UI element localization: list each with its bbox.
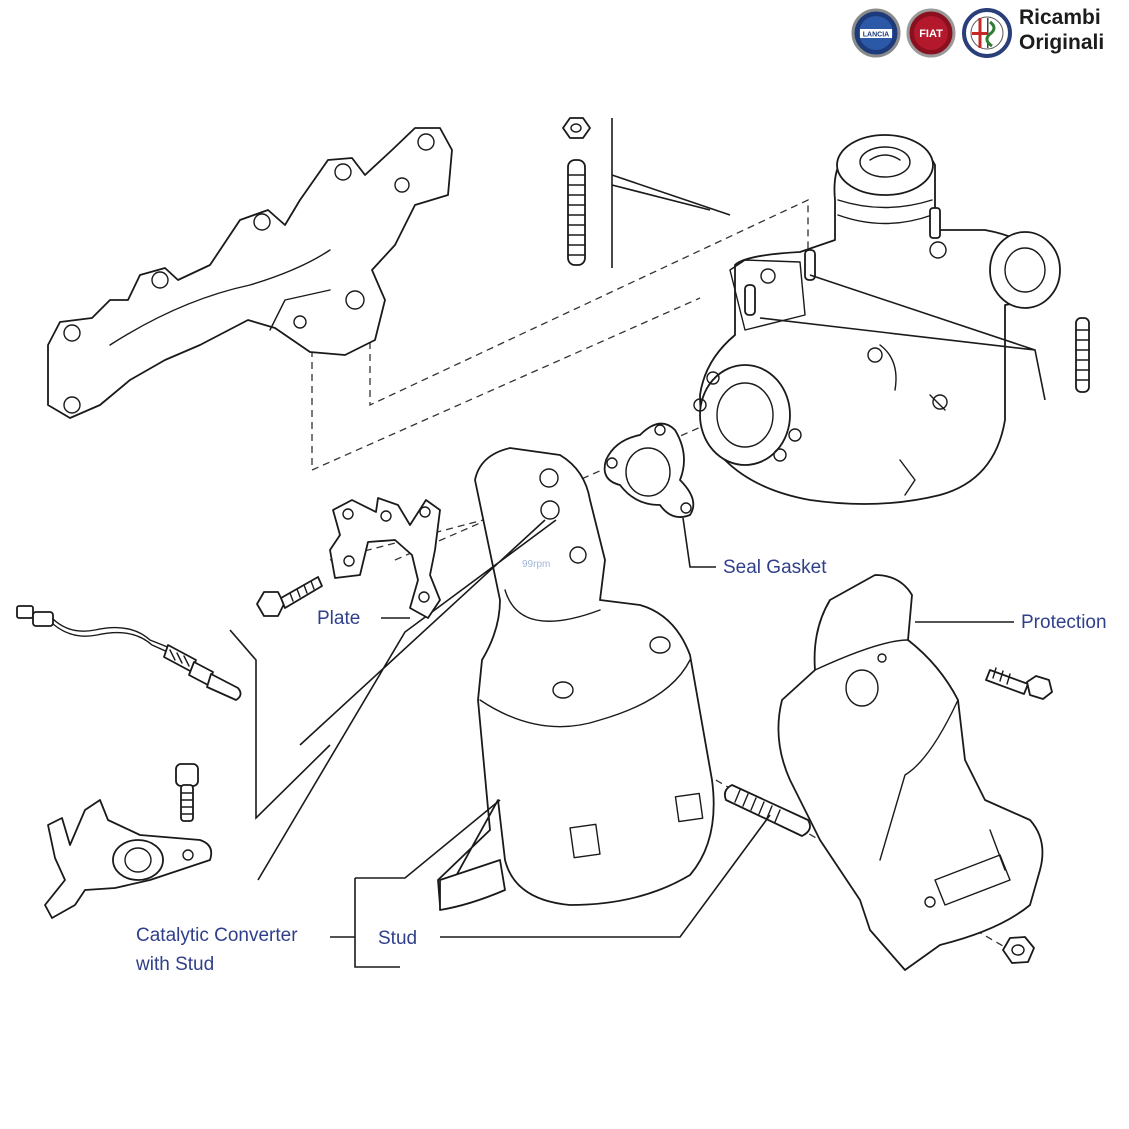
brand-header: LANCIA FIAT Ricambi Originali (851, 6, 1104, 58)
brand-line-1: Ricambi (1019, 6, 1101, 29)
catalytic-converter: 99rpm (437, 447, 715, 911)
fiat-badge-text: FIAT (919, 28, 943, 40)
stud-mid (723, 784, 811, 837)
seal-gasket (603, 422, 695, 518)
bolt-plate (256, 576, 323, 617)
label-catalytic-converter-line1: Catalytic Converter (136, 925, 298, 946)
label-stud: Stud (378, 928, 417, 949)
callout-leaders (330, 517, 1014, 968)
lambda-sensor (16, 605, 242, 701)
bolt-bracket (175, 763, 199, 822)
label-plate: Plate (317, 608, 360, 629)
label-protection: Protection (1021, 612, 1107, 633)
sensor-bracket (44, 799, 213, 919)
protection-shield (777, 574, 1044, 971)
watermark: 99rpm (522, 559, 550, 570)
turbocharger (693, 134, 1061, 505)
brand-line-2: Originali (1019, 31, 1104, 54)
nut-protection (1002, 936, 1035, 964)
label-seal-gasket: Seal Gasket (723, 557, 827, 578)
stud-right (1075, 317, 1090, 393)
label-catalytic-converter-line2: with Stud (135, 954, 214, 975)
lancia-badge-icon: LANCIA (851, 8, 901, 58)
nut-top (562, 117, 591, 139)
plate (329, 497, 441, 619)
lancia-badge-text: LANCIA (863, 32, 889, 39)
alfa-romeo-badge-icon (962, 8, 1012, 58)
exhaust-manifold (47, 127, 453, 419)
bolt-protection (985, 667, 1053, 700)
stud-top (567, 159, 586, 266)
fiat-badge-icon: FIAT (906, 8, 956, 58)
